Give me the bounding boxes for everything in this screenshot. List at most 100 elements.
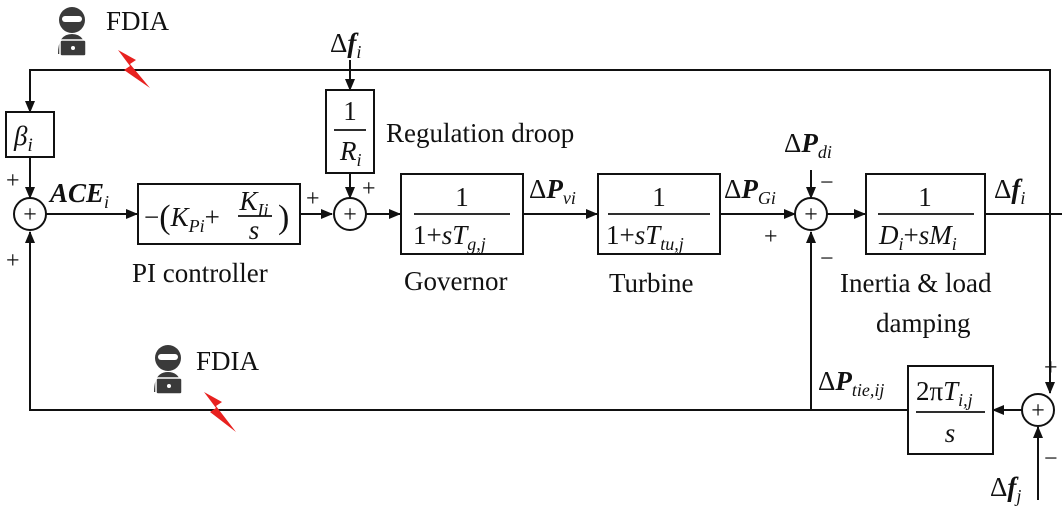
svg-text:Di+sMi: Di+sMi xyxy=(878,220,957,254)
tie-den: s xyxy=(945,418,956,448)
svg-text:1+sTtu,j: 1+sTtu,j xyxy=(606,220,684,254)
svg-text:Δfj: Δfj xyxy=(990,472,1021,506)
inertia-M-sub: i xyxy=(952,234,957,254)
pdi-sub: di xyxy=(818,142,832,162)
dfi-output-delta: Δ xyxy=(994,174,1011,204)
ptie-sub: tie,ij xyxy=(852,380,885,400)
svg-text:Ri: Ri xyxy=(339,136,362,170)
regulation-droop-label: Regulation droop xyxy=(386,118,574,148)
lightning-icon-bottom xyxy=(204,392,236,432)
tie-num-pre: 2π xyxy=(916,376,944,406)
svg-text:Δfi: Δfi xyxy=(330,28,361,62)
sign-pi-plus: + xyxy=(306,186,320,212)
pgi-P: P xyxy=(740,174,758,204)
summing-junction-power-balance: + xyxy=(794,197,828,231)
droop-den-sub: i xyxy=(357,150,362,170)
svg-text:ΔPGi: ΔPGi xyxy=(724,174,776,208)
summing-junction-ace: + xyxy=(13,197,47,231)
svg-text:βi: βi xyxy=(13,121,33,156)
inertia-plus: + xyxy=(904,220,919,250)
sign-pdi-minus: − xyxy=(820,170,834,196)
droop-den-var: R xyxy=(339,136,357,166)
pvi-delta: Δ xyxy=(529,174,546,204)
governor-den-s: sT xyxy=(442,220,470,250)
beta-sub: i xyxy=(27,135,32,156)
governor-block: 1 1+sTg,j xyxy=(400,173,524,255)
signal-wires xyxy=(25,60,1062,500)
pdi-delta: Δ xyxy=(784,128,801,158)
droop-numerator: 1 xyxy=(343,96,357,126)
pvi-P: P xyxy=(545,174,563,204)
sign-pgi-plus: + xyxy=(764,224,778,250)
ace-sub: i xyxy=(104,192,109,212)
ace-label: ACE xyxy=(48,178,104,208)
tie-T-sub: i,j xyxy=(958,390,973,410)
fdia-top-label: FDIA xyxy=(106,6,170,36)
inertia-numerator: 1 xyxy=(918,182,932,212)
summing-junction-tie-line: + xyxy=(1021,393,1055,427)
bias-factor-block: βi xyxy=(5,111,55,158)
svg-text:Δfi: Δfi xyxy=(994,174,1025,208)
pi-paren-open: ( xyxy=(159,199,170,236)
summing-junction-governor-input: + xyxy=(333,197,367,231)
svg-text:ACEi: ACEi xyxy=(48,178,109,212)
dfi-input-sub: i xyxy=(356,42,361,62)
sum-plus-glyph: + xyxy=(343,202,357,228)
svg-text:1+sTg,j: 1+sTg,j xyxy=(413,220,486,254)
pi-paren-close: ) xyxy=(278,199,289,236)
pi-kp-sub: Pi xyxy=(188,216,205,236)
tie-T: T xyxy=(943,376,960,406)
pi-kp: K xyxy=(170,202,191,232)
regulation-droop-block: 1 Ri xyxy=(325,89,375,174)
inertia-D: D xyxy=(878,220,899,250)
dfj-delta: Δ xyxy=(990,472,1007,502)
fdia-bottom-label: FDIA xyxy=(196,346,260,376)
ptie-delta: Δ xyxy=(818,366,835,396)
pi-minus: − xyxy=(144,202,159,232)
pi-s: s xyxy=(249,215,260,245)
inertia-D-sub: i xyxy=(899,234,904,254)
governor-den-pre: 1+ xyxy=(413,220,442,250)
pi-plus: + xyxy=(205,202,220,232)
pi-controller-block: −(KPi+ KIi s ) xyxy=(137,183,301,245)
dfj-sub: j xyxy=(1014,486,1021,506)
pgi-sub: Gi xyxy=(758,188,776,208)
inertia-sM: sM xyxy=(919,220,954,250)
turbine-den-pre: 1+ xyxy=(606,220,635,250)
beta-symbol: β xyxy=(13,121,28,151)
sum-plus-glyph: + xyxy=(23,202,37,228)
turbine-den-sub: tu,j xyxy=(660,234,684,254)
svg-text:−(KPi+: −(KPi+ xyxy=(144,199,220,236)
sum-plus-glyph: + xyxy=(804,202,818,228)
svg-text:ΔPdi: ΔPdi xyxy=(784,128,832,162)
pi-controller-label: PI controller xyxy=(132,258,268,288)
inertia-damping-block: 1 Di+sMi xyxy=(865,173,986,255)
sign-droop-plus: + xyxy=(362,176,376,202)
hacker-icon-top xyxy=(58,7,87,57)
turbine-numerator: 1 xyxy=(652,182,666,212)
inertia-label-line2: damping xyxy=(876,308,971,338)
pdi-P: P xyxy=(800,128,818,158)
sum-plus-glyph: + xyxy=(1031,398,1045,424)
dfi-output-sub: i xyxy=(1020,188,1025,208)
lightning-icon-top xyxy=(118,50,150,88)
governor-numerator: 1 xyxy=(455,182,469,212)
governor-label: Governor xyxy=(404,266,507,296)
ptie-P: P xyxy=(834,366,852,396)
svg-text:2πTi,j: 2πTi,j xyxy=(916,376,973,410)
sign-tie-plus-sum1: + xyxy=(6,248,20,274)
junction-signs: + + + + − + − + − xyxy=(6,168,1058,472)
svg-text:KIi: KIi xyxy=(238,186,268,220)
dfi-input-delta: Δ xyxy=(330,28,347,58)
pi-ki: K xyxy=(238,186,259,216)
turbine-block: 1 1+sTtu,j xyxy=(597,173,721,255)
tie-line-block: 2πTi,j s xyxy=(907,365,994,455)
pvi-sub: vi xyxy=(563,188,576,208)
sign-tie-minus-sum3: − xyxy=(820,246,834,272)
wire-top-feedback xyxy=(25,69,1051,215)
svg-text:ΔPtie,ij: ΔPtie,ij xyxy=(818,366,884,400)
sign-dfi-plus: + xyxy=(1044,355,1058,381)
wire-tie-to-sum1 xyxy=(25,231,907,411)
pgi-delta: Δ xyxy=(724,174,741,204)
